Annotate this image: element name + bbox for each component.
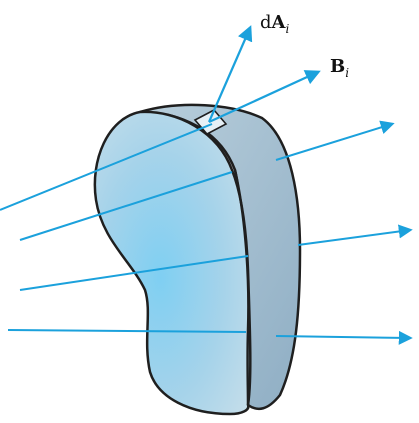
label-area-subscript: i [286, 22, 290, 36]
field-line-4-exit [275, 330, 413, 345]
surface-seam-line [233, 169, 250, 406]
field-line-4 [7, 329, 247, 333]
surface-front-lobe [93, 110, 252, 416]
field-line-2 [19, 171, 233, 241]
label-field-subscript: i [345, 66, 349, 80]
area-normal-vector [207, 25, 253, 123]
label-area-prefix: d [260, 12, 272, 33]
field-line-1 [0, 123, 213, 211]
label-area-symbol: A [271, 12, 287, 33]
field-line-3-exit [297, 224, 413, 246]
field-line-3 [19, 255, 249, 291]
label-area-element: dAi [260, 12, 290, 36]
field-vector-bi [208, 70, 321, 123]
label-field-vector: Bi [330, 56, 349, 80]
field-line-2-exit [275, 120, 395, 161]
label-field-symbol: B [330, 56, 345, 77]
